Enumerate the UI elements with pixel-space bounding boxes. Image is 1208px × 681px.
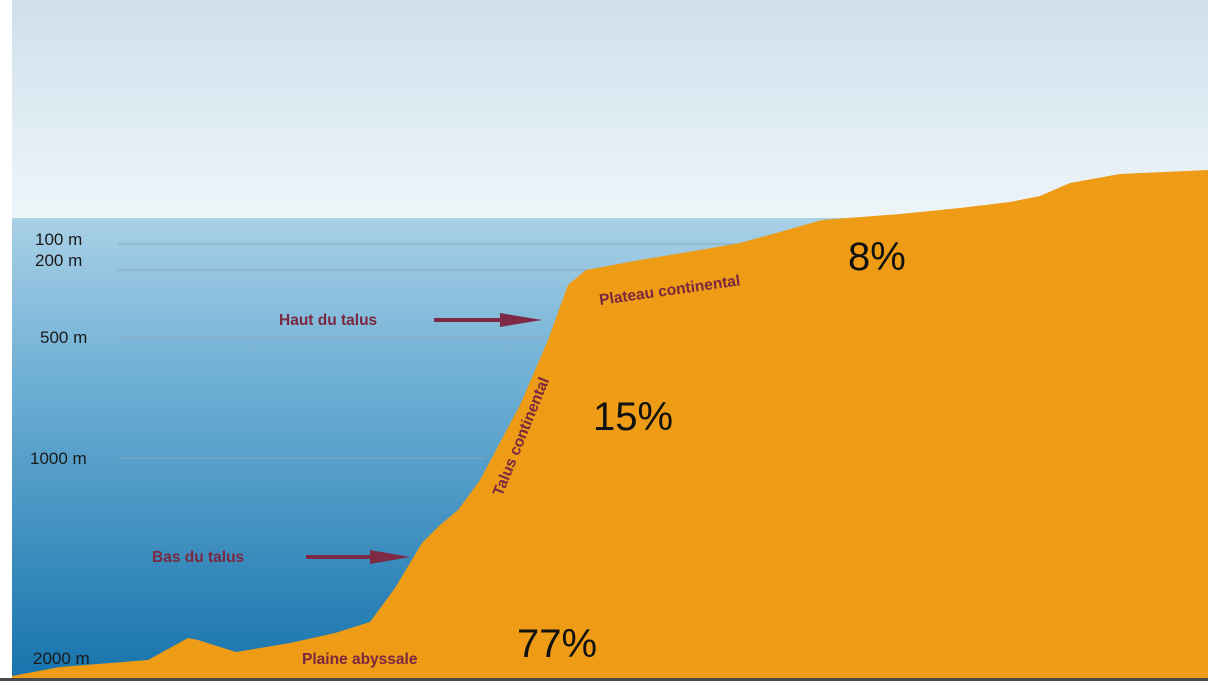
arrow-bas-du-talus <box>306 550 410 564</box>
label-bas-du-talus: Bas du talus <box>152 549 244 566</box>
bottom-edge <box>0 678 1208 681</box>
seafloor-land <box>12 170 1208 681</box>
depth-label-2000: 2000 m <box>33 649 90 668</box>
label-haut-du-talus: Haut du talus <box>279 312 377 329</box>
percent-talus: 15% <box>593 395 673 439</box>
depth-label-500: 500 m <box>40 328 87 347</box>
sky <box>12 0 1208 220</box>
percent-plateau: 8% <box>848 235 906 279</box>
depth-label-200: 200 m <box>35 251 82 270</box>
depth-label-100: 100 m <box>35 230 82 249</box>
depth-lines <box>118 243 760 459</box>
depth-label-1000: 1000 m <box>30 449 87 468</box>
label-plaine-abyssale: Plaine abyssale <box>302 651 418 668</box>
percent-plaine: 77% <box>517 622 597 666</box>
arrow-haut-du-talus <box>434 313 542 327</box>
